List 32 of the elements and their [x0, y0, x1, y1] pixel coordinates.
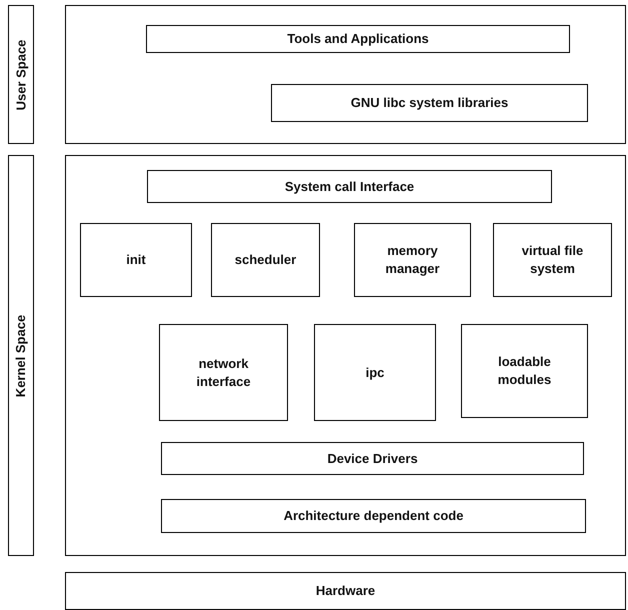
component-box: [80, 223, 192, 297]
component-box: [65, 572, 626, 610]
node-label: GNU libc system libraries: [350, 94, 510, 112]
label-box: [8, 155, 34, 556]
component-box: [146, 25, 570, 53]
node-label: loadable modules: [496, 353, 552, 389]
node-label: System call Interface: [284, 178, 416, 196]
node-label: Hardware: [314, 582, 376, 600]
component-box: [461, 324, 588, 418]
node-label: ipc: [364, 364, 386, 382]
node-label: Architecture dependent code: [282, 507, 464, 525]
component-box: [211, 223, 320, 297]
component-box: [314, 324, 436, 421]
node-label: memory manager: [384, 242, 441, 278]
component-box: [159, 324, 288, 421]
node-label: network interface: [195, 354, 252, 390]
node-label: Kernel Space: [12, 314, 29, 397]
container-box: [65, 5, 626, 144]
label-box: [8, 5, 34, 144]
node-label: init: [125, 251, 147, 269]
component-box: [161, 442, 584, 475]
component-box: [161, 499, 586, 533]
node-label: scheduler: [234, 251, 298, 269]
node-label: User Space: [12, 39, 30, 110]
container-box: [65, 155, 626, 556]
component-box: [147, 170, 552, 203]
node-label: Device Drivers: [326, 450, 419, 468]
component-box: [354, 223, 471, 297]
component-box: [271, 84, 588, 122]
component-box: [493, 223, 612, 297]
node-label: virtual file system: [520, 242, 584, 278]
node-label: Tools and Applications: [286, 30, 430, 48]
